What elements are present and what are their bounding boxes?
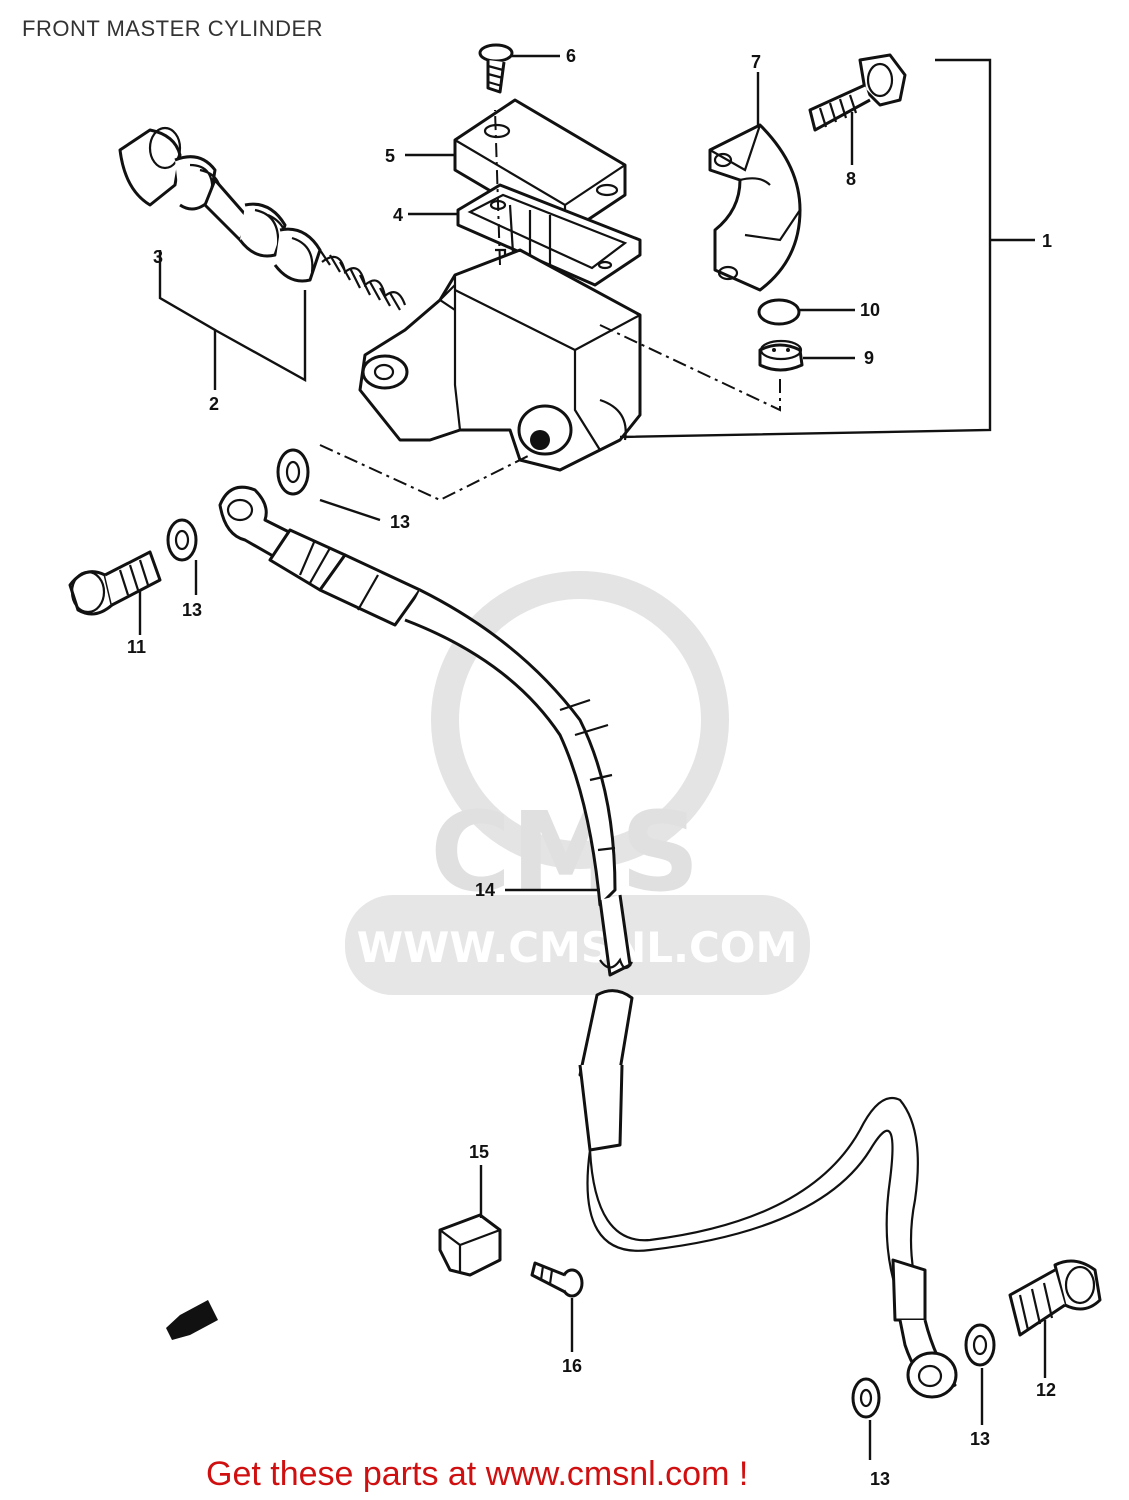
alignment-lines	[319, 109, 781, 502]
part-15-hose-clamp	[438, 1213, 502, 1277]
callout-11: 11	[127, 637, 146, 657]
callout-12: 12	[1036, 1380, 1056, 1400]
part-9-plug	[758, 339, 804, 372]
get-parts-link[interactable]: Get these parts at www.cmsnl.com !	[206, 1455, 749, 1493]
part-13-washers	[166, 448, 996, 1419]
callout-9: 9	[864, 348, 874, 368]
callout-2: 2	[209, 394, 219, 414]
callout-14: 14	[475, 880, 495, 900]
callout-15: 15	[469, 1142, 489, 1162]
leader-lines	[138, 54, 1047, 1460]
part-10-o-ring	[757, 298, 801, 326]
part-11-banjo-bolt	[68, 550, 162, 616]
watermark: CMS WWW.CMSNL.COM	[345, 571, 810, 995]
callout-13-right: 13	[970, 1429, 990, 1449]
callout-labels: 6 5 4 7 8 1 10 9 3 2 13 13 11 14 15 16 1…	[127, 46, 1056, 1489]
part-12-banjo-bolt	[1008, 1259, 1102, 1337]
part-6-screw	[478, 43, 514, 94]
master-cylinder-body	[358, 248, 642, 472]
callout-13-upper: 13	[390, 512, 410, 532]
part-14-brake-hose	[218, 485, 958, 1399]
callout-6: 6	[566, 46, 576, 66]
callout-16: 16	[562, 1356, 582, 1376]
watermark-url-text: WWW.CMSNL.COM	[357, 923, 798, 972]
callout-10: 10	[860, 300, 880, 320]
callout-8: 8	[846, 169, 856, 189]
watermark-logo-text: CMS	[430, 788, 699, 916]
diagram-title: FRONT MASTER CYLINDER	[22, 16, 324, 41]
part-8-clamp-bolt	[808, 53, 907, 132]
callout-7: 7	[751, 52, 761, 72]
callout-3: 3	[153, 247, 163, 267]
callout-13-bottom: 13	[870, 1469, 890, 1489]
callout-13-left: 13	[182, 600, 202, 620]
callout-5: 5	[385, 146, 395, 166]
part-16-screw	[530, 1261, 584, 1298]
callout-1: 1	[1042, 231, 1052, 251]
callout-4: 4	[393, 205, 403, 225]
part-7-clamp	[708, 123, 802, 292]
front-direction-arrow	[166, 1300, 218, 1340]
part-2-piston-assembly	[118, 126, 407, 311]
